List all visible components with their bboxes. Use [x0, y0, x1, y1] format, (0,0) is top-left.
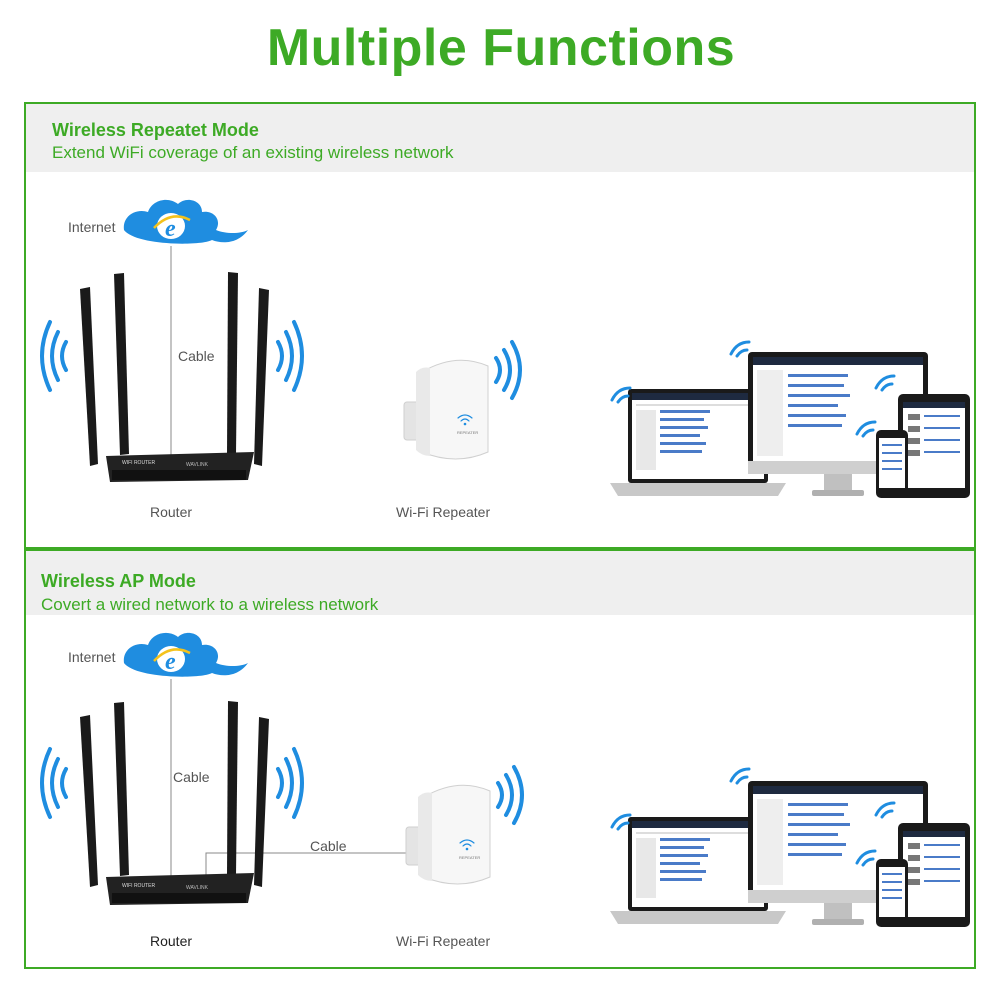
wifi-signal-icon: [494, 340, 522, 400]
repeater-mode-diagram: e WIFI ROUTER WAVLINK: [40, 199, 970, 498]
wifi-signal-icon: [496, 765, 524, 825]
ap-mode-panel: Wireless AP Mode Covert a wired network …: [24, 549, 976, 969]
ap-mode-diagram: e WIFI ROUTER WAVLINK: [40, 632, 970, 927]
internet-cloud-icon: e: [123, 632, 248, 677]
wifi-signal-icon: [610, 767, 896, 867]
svg-text:WIFI ROUTER: WIFI ROUTER: [122, 883, 155, 889]
repeater-icon: REPEATER: [405, 784, 491, 885]
router-icon: WIFI ROUTER WAVLINK: [80, 272, 269, 482]
ap-mode-description: Covert a wired network to a wireless net…: [41, 595, 379, 614]
cable-label: Cable: [173, 769, 210, 785]
repeater-icon: REPEATER: [403, 359, 489, 460]
repeater-mode-header: Wireless Repeatet Mode Extend WiFi cover…: [26, 104, 974, 172]
repeater-label: Wi-Fi Repeater: [396, 504, 491, 520]
svg-text:WAVLINK: WAVLINK: [186, 885, 209, 891]
svg-text:REPEATER: REPEATER: [457, 430, 478, 435]
cable-label-repeater: Cable: [310, 838, 347, 854]
internet-label: Internet: [68, 219, 116, 235]
internet-label: Internet: [68, 649, 116, 665]
repeater-mode-description: Extend WiFi coverage of an existing wire…: [52, 143, 454, 162]
devices-icon: [610, 352, 970, 498]
internet-cloud-icon: e: [123, 199, 248, 244]
svg-text:WAVLINK: WAVLINK: [186, 462, 209, 468]
svg-text:e: e: [165, 216, 176, 242]
svg-text:WIFI ROUTER: WIFI ROUTER: [122, 460, 155, 466]
page-title: Multiple Functions: [266, 19, 736, 77]
router-label: Router: [150, 933, 193, 949]
devices-icon: [610, 781, 970, 927]
router-label: Router: [150, 504, 193, 520]
ap-mode-header: Wireless AP Mode Covert a wired network …: [26, 551, 974, 615]
repeater-label: Wi-Fi Repeater: [396, 933, 491, 949]
cable-line: [205, 852, 410, 881]
svg-text:REPEATER: REPEATER: [459, 855, 480, 860]
cable-label: Cable: [178, 348, 215, 364]
repeater-mode-panel: Wireless Repeatet Mode Extend WiFi cover…: [24, 102, 976, 549]
wifi-signal-icon: [610, 340, 896, 438]
router-icon: WIFI ROUTER WAVLINK: [80, 701, 269, 905]
svg-text:e: e: [165, 649, 176, 675]
ap-mode-title: Wireless AP Mode: [41, 571, 196, 591]
wifi-signal-icon: [40, 747, 304, 819]
wifi-signal-icon: [40, 320, 304, 392]
repeater-mode-title: Wireless Repeatet Mode: [52, 120, 259, 140]
